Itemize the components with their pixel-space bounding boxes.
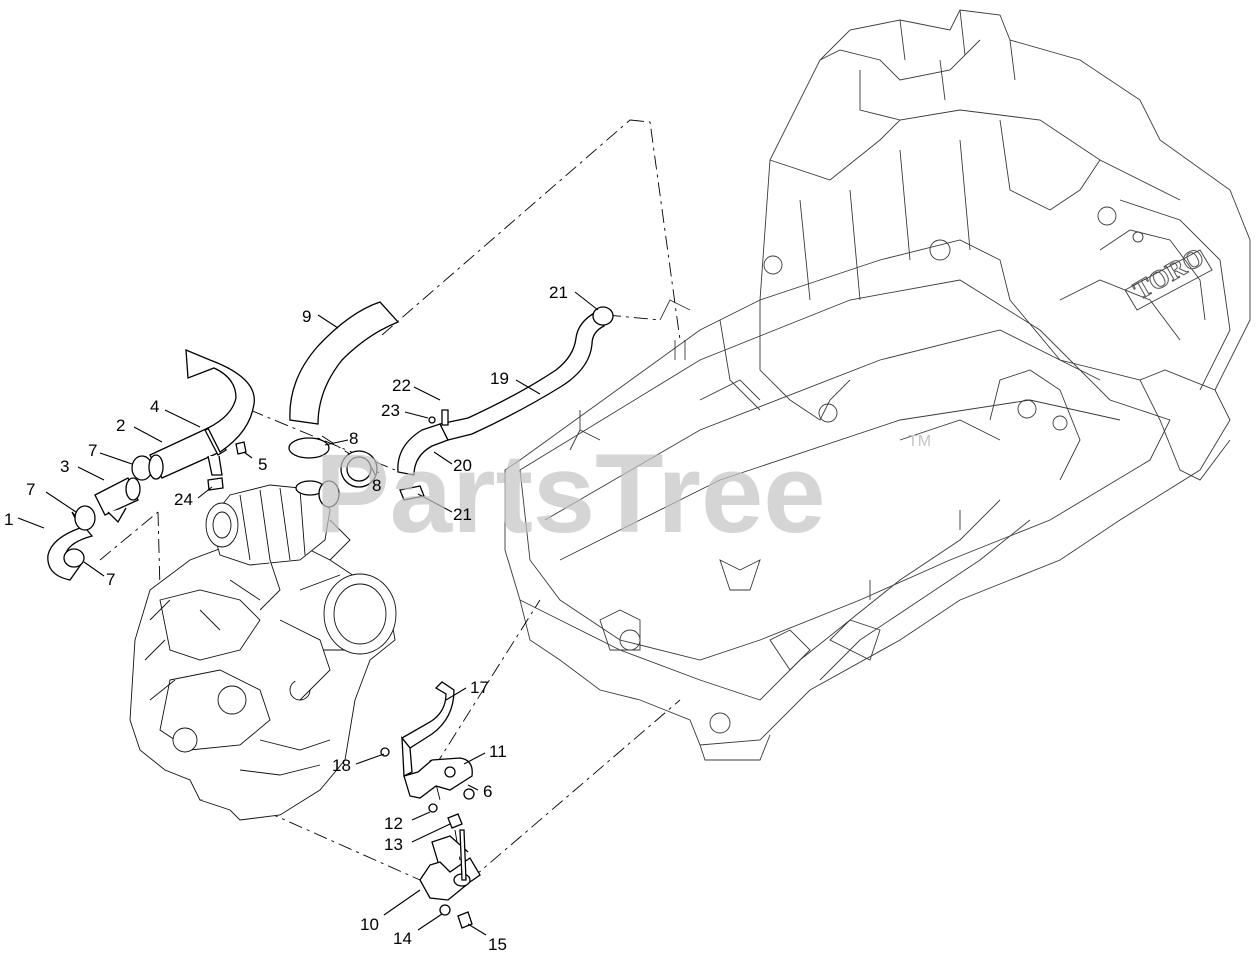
callout-10: 10 (360, 915, 379, 934)
callout-21-upper: 21 (549, 283, 568, 302)
callout-23: 23 (381, 401, 400, 420)
callout-7-left: 7 (26, 480, 35, 499)
callout-14: 14 (393, 929, 412, 948)
callout-3: 3 (60, 457, 69, 476)
callout-7-upper: 7 (88, 441, 97, 460)
callout-21-lower: 21 (453, 505, 472, 524)
callout-labels: 1 2 3 4 5 6 7 7 7 8 8 9 10 11 12 13 14 1… (4, 283, 568, 954)
callout-6: 6 (483, 782, 492, 801)
callout-15: 15 (488, 935, 507, 954)
hose-parts (47, 301, 614, 581)
callout-19: 19 (490, 369, 509, 388)
callout-24: 24 (174, 490, 193, 509)
machine-frame: TORO (504, 9, 1251, 761)
callout-7-lower: 7 (106, 570, 115, 589)
callout-5: 5 (258, 455, 267, 474)
callout-8-upper: 8 (349, 429, 358, 448)
callout-4: 4 (150, 397, 159, 416)
leader-lines (17, 291, 599, 936)
callout-12: 12 (384, 814, 403, 833)
callout-11: 11 (489, 742, 507, 761)
callout-17: 17 (470, 678, 489, 697)
callout-1: 1 (4, 510, 13, 529)
engine-assembly (129, 484, 397, 821)
callout-2: 2 (116, 416, 125, 435)
callout-9: 9 (302, 307, 311, 326)
callout-22: 22 (392, 376, 411, 395)
watermark-text: PartsTree (315, 431, 826, 556)
watermark-trademark: TM (908, 433, 931, 450)
callout-18: 18 (332, 756, 351, 775)
watermark: PartsTree TM (315, 431, 931, 556)
callout-13: 13 (384, 835, 403, 854)
callout-8-lower: 8 (372, 476, 381, 495)
callout-20: 20 (453, 456, 472, 475)
bracket-parts (380, 681, 481, 929)
